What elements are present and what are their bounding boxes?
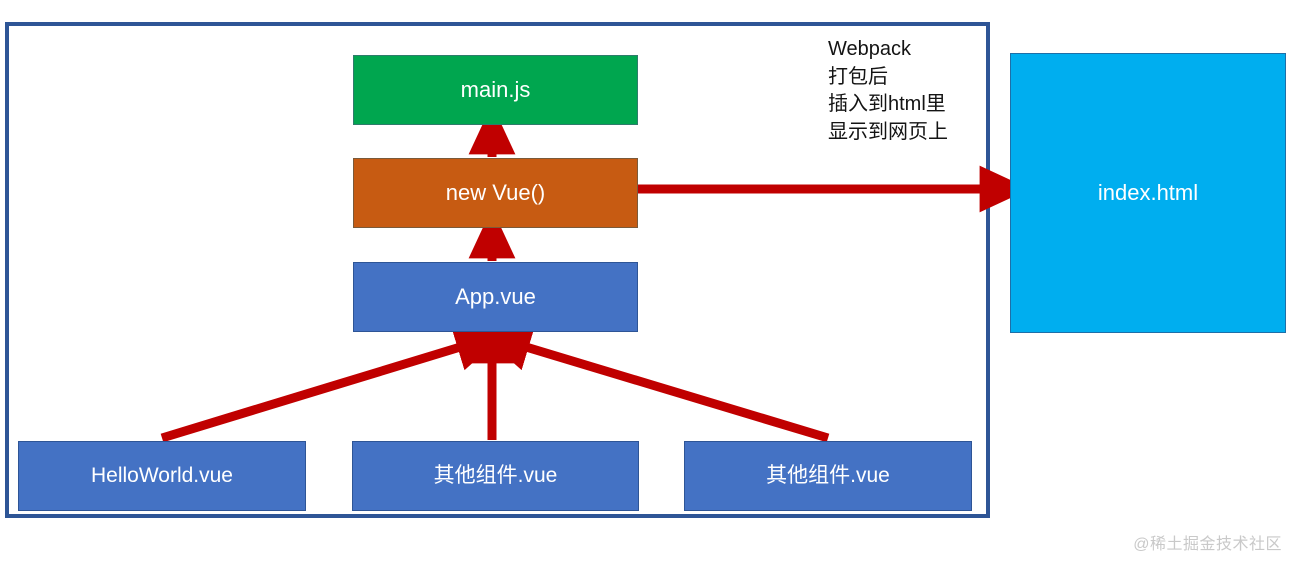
watermark-text: @稀土掘金技术社区 [1133, 536, 1282, 553]
node-index-html[interactable]: index.html [1010, 53, 1286, 333]
webpack-annotation-text: Webpack 打包后 插入到html里 显示到网页上 [828, 38, 948, 143]
node-helloworld-vue-label: HelloWorld.vue [90, 463, 233, 487]
node-app-vue-label: App.vue [455, 284, 536, 310]
node-new-vue-label: new Vue() [445, 180, 546, 206]
node-main-js[interactable]: main.js [353, 55, 638, 125]
node-helloworld-vue[interactable]: HelloWorld.vue [18, 441, 306, 511]
node-other-component-1[interactable]: 其他组件.vue [352, 441, 639, 511]
node-new-vue[interactable]: new Vue() [353, 158, 638, 228]
node-index-html-label: index.html [1097, 180, 1199, 206]
node-other-component-2-label: 其他组件.vue [766, 463, 890, 487]
node-main-js-label: main.js [460, 77, 531, 103]
node-other-component-1-label: 其他组件.vue [433, 463, 558, 487]
node-app-vue[interactable]: App.vue [353, 262, 638, 332]
node-other-component-2[interactable]: 其他组件.vue [684, 441, 972, 511]
